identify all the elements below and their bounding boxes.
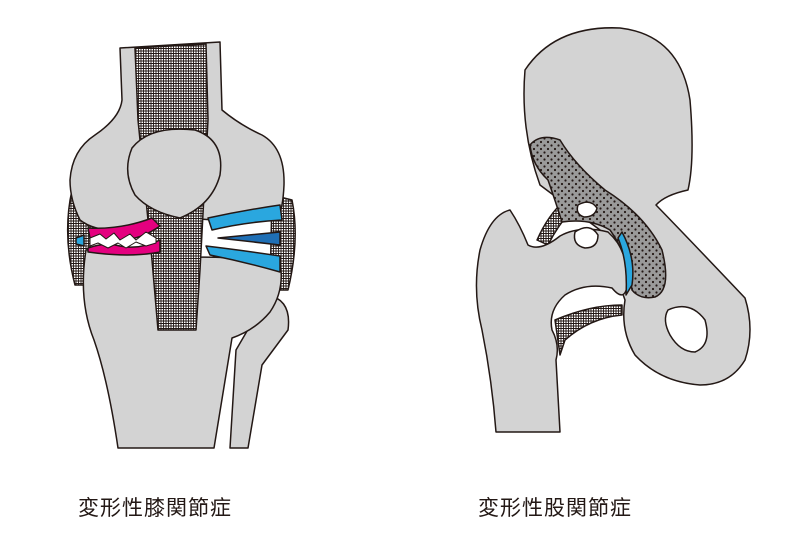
hip-capsule-lower bbox=[554, 304, 623, 356]
hip-femur bbox=[475, 209, 629, 433]
hip-caption: 変形性股関節症 bbox=[478, 496, 632, 520]
meniscus-lateral bbox=[217, 231, 281, 246]
femoral-head-cyst bbox=[573, 226, 599, 249]
hip-cartilage bbox=[617, 231, 634, 296]
obturator-foramen bbox=[664, 305, 708, 353]
meniscus-medial bbox=[75, 234, 85, 247]
cartilage-lateral-upper bbox=[207, 204, 283, 231]
cartilage-lateral-lower bbox=[205, 245, 281, 273]
acetabulum-cyst bbox=[576, 201, 598, 218]
hip-illustration bbox=[475, 27, 751, 433]
joint-space-medial bbox=[89, 231, 157, 249]
knee-illustration bbox=[66, 41, 296, 449]
knee-caption: 変形性膝関節症 bbox=[78, 496, 232, 520]
patella bbox=[126, 128, 222, 219]
